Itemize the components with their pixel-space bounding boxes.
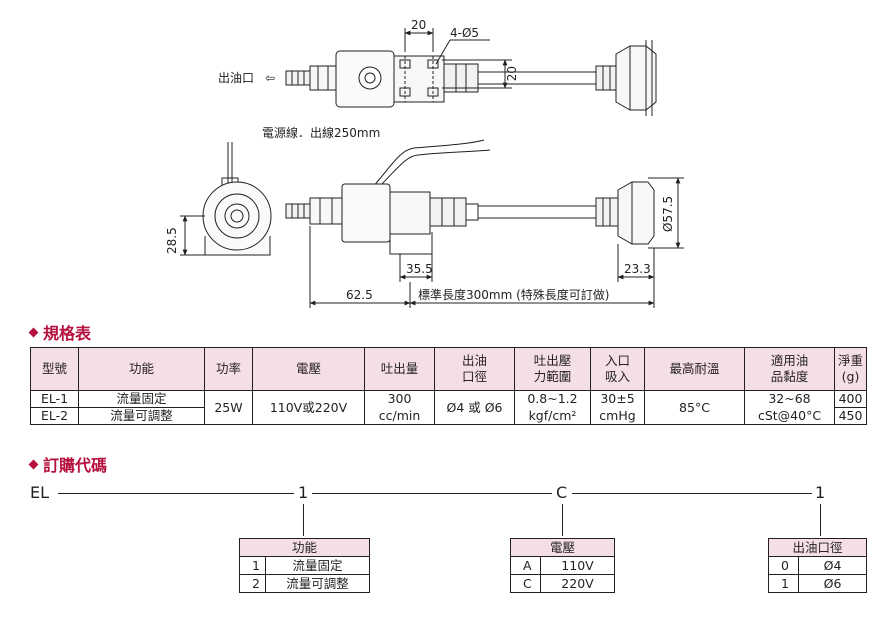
model-cell: EL-2 — [30, 407, 79, 425]
code-drop-line — [820, 504, 821, 536]
dim-holes: 4-Ø5 — [450, 26, 479, 40]
option-key: 1 — [768, 574, 799, 593]
option-value: Ø4 — [797, 556, 868, 575]
spec-header-row: 型號 功能 功率 電壓 吐出量 出油 口徑 吐出壓 力範圍 入口 吸入 最高耐溫… — [30, 347, 867, 391]
dim-20-top: 20 — [411, 18, 426, 32]
code-position-outlet: 1 — [815, 483, 826, 502]
table-row: EL-2 流量可調整 cc/min kgf/cm² cmHg cSt@40°C … — [30, 407, 867, 425]
header-max-temp: 最高耐溫 — [644, 347, 745, 391]
option-value: 110V — [539, 556, 616, 575]
pressure-unit-cell: kgf/cm² — [514, 407, 591, 425]
weight-cell: 400 — [834, 390, 867, 408]
dim-20-side: 20 — [505, 66, 519, 81]
header-flow: 吐出量 — [364, 347, 435, 391]
order-section-title: 訂購代碼 — [28, 452, 108, 476]
standard-length-label: 標準長度300mm (特殊長度可訂做) — [418, 287, 609, 302]
code-prefix: EL — [30, 483, 50, 502]
viscosity-unit-cell: cSt@40°C — [744, 407, 835, 425]
code-connector — [58, 493, 294, 494]
code-connector — [312, 493, 552, 494]
dim-35-5: 35.5 — [406, 262, 433, 276]
spec-table: 型號 功能 功率 電壓 吐出量 出油 口徑 吐出壓 力範圍 入口 吸入 最高耐溫… — [30, 347, 867, 425]
header-voltage: 電壓 — [252, 347, 365, 391]
cable-label: 電源線．出線250mm — [262, 125, 380, 140]
option-key: A — [510, 556, 541, 575]
header-pressure: 吐出壓 力範圍 — [514, 347, 591, 391]
inlet-value-cell: 30±5 — [590, 390, 645, 408]
option-value: 流量固定 — [264, 556, 371, 575]
dim-62-5: 62.5 — [346, 288, 373, 302]
header-inlet: 入口 吸入 — [590, 347, 645, 391]
voltage-cell: 110V或220V — [252, 390, 365, 425]
flow-value-cell: 300 — [364, 390, 435, 408]
function-option-header: 功能 — [238, 538, 371, 557]
code-drop-line — [303, 504, 304, 536]
model-cell: EL-1 — [30, 390, 79, 408]
code-connector — [572, 493, 812, 494]
dim-57-5: Ø57.5 — [661, 196, 675, 232]
header-weight: 淨重 (g) — [834, 347, 867, 391]
order-title-text: 訂購代碼 — [43, 456, 108, 475]
table-row: EL-1 流量固定 25W 110V或220V 300 Ø4 或 Ø6 0.8~… — [30, 390, 867, 425]
voltage-option-header: 電壓 — [509, 538, 616, 557]
option-value: 220V — [539, 574, 616, 593]
diamond-bullet-icon — [28, 459, 39, 470]
end-view — [180, 142, 272, 256]
option-key: 0 — [768, 556, 799, 575]
max-temp-cell: 85°C — [644, 390, 745, 425]
spec-title-text: 規格表 — [43, 324, 92, 343]
header-viscosity: 適用油 品黏度 — [744, 347, 835, 391]
code-position-function: 1 — [298, 483, 309, 502]
option-key: 2 — [239, 574, 266, 593]
header-function: 功能 — [78, 347, 205, 391]
header-power: 功率 — [204, 347, 253, 391]
function-cell: 流量可調整 — [78, 407, 205, 425]
option-key: 1 — [239, 556, 266, 575]
dim-23-3: 23.3 — [624, 262, 651, 276]
outlet-option-header: 出油口徑 — [767, 538, 868, 557]
pump-technical-drawing: 出油口 ⇦ 20 4-Ø5 20 電源線．出線250mm 28.5 Ø57.5 … — [165, 18, 684, 308]
pressure-value-cell: 0.8~1.2 — [514, 390, 591, 408]
outlet-label: 出油口 — [218, 71, 254, 85]
inlet-unit-cell: cmHg — [590, 407, 645, 425]
top-view — [285, 28, 657, 116]
option-value: 流量可調整 — [264, 574, 371, 593]
spec-section-title: 規格表 — [28, 320, 92, 344]
flow-unit-cell: cc/min — [364, 407, 435, 425]
order-code-diagram: EL 1 C 1 — [0, 480, 890, 536]
outlet-arrow-icon: ⇦ — [265, 71, 275, 85]
function-cell: 流量固定 — [78, 390, 205, 408]
option-value: Ø6 — [797, 574, 868, 593]
option-key: C — [510, 574, 541, 593]
code-drop-line — [562, 504, 563, 536]
power-cell: 25W — [204, 390, 253, 425]
outlet-dia-cell: Ø4 或 Ø6 — [434, 390, 515, 425]
weight-cell: 450 — [834, 407, 867, 425]
header-model: 型號 — [30, 347, 79, 391]
dim-28-5: 28.5 — [165, 227, 179, 254]
header-outlet-dia: 出油 口徑 — [434, 347, 515, 391]
diamond-bullet-icon — [28, 327, 39, 338]
code-position-voltage: C — [556, 483, 568, 502]
viscosity-value-cell: 32~68 — [744, 390, 835, 408]
front-view — [285, 139, 684, 308]
